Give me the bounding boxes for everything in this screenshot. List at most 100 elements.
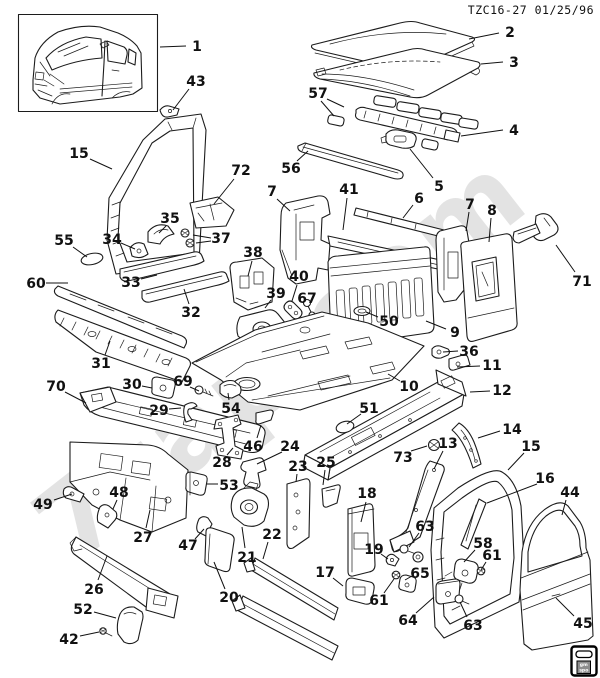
part-label-20: 20	[219, 590, 239, 606]
leader-line-27	[145, 509, 151, 529]
part-34-clip	[129, 242, 149, 259]
part-63-bolt-lower	[454, 594, 470, 605]
part-label-11: 11	[482, 358, 501, 374]
part-label-9: 9	[450, 325, 460, 341]
leader-line-64	[415, 596, 435, 614]
part-label-46: 46	[243, 439, 262, 455]
leader-line-49	[53, 493, 73, 501]
part-label-56: 56	[281, 161, 300, 177]
leader-line-52	[93, 611, 117, 619]
leader-line-29	[168, 407, 182, 410]
leader-line-6	[402, 204, 414, 219]
leader-line-57	[326, 98, 345, 108]
part-label-34: 34	[102, 232, 122, 248]
part-label-64: 64	[398, 613, 418, 629]
leader-line-56	[296, 150, 309, 162]
part-label-38: 38	[243, 245, 262, 261]
part-label-10: 10	[399, 379, 419, 395]
leader-line-51	[346, 413, 362, 425]
part-label-36: 36	[459, 344, 478, 360]
part-label-7: 7	[465, 197, 475, 213]
leader-line-18	[360, 501, 367, 523]
part-24-bracket	[240, 457, 267, 489]
leader-line-67	[307, 305, 312, 313]
part-38-bracket	[229, 257, 275, 311]
part-label-28: 28	[212, 455, 231, 471]
leader-line-48	[112, 499, 118, 510]
leader-line-63	[459, 601, 468, 618]
leader-line-22	[262, 541, 269, 560]
part-label-41: 41	[339, 182, 358, 198]
part-label-55: 55	[54, 233, 73, 249]
part-42-screw	[99, 627, 113, 637]
part-label-15: 15	[521, 439, 540, 455]
leader-line-4	[460, 129, 504, 137]
part-label-71: 71	[572, 274, 591, 290]
leader-line-9	[425, 320, 447, 330]
leader-line-14	[477, 430, 501, 439]
part-label-51: 51	[359, 401, 378, 417]
part-16-strip	[460, 498, 487, 550]
part-60-cowl-strip	[53, 285, 188, 349]
part-label-3: 3	[509, 55, 519, 71]
part-20-panel	[204, 527, 235, 573]
leader-line-20	[213, 561, 226, 590]
part-label-22: 22	[262, 527, 281, 543]
part-69-bolt	[194, 385, 214, 397]
leader-line-45	[555, 597, 575, 617]
part-label-24: 24	[280, 439, 300, 455]
part-4-roof-bow	[354, 106, 461, 143]
leader-line-25	[322, 469, 326, 486]
part-label-21: 21	[237, 550, 256, 566]
leader-line-11	[456, 365, 481, 368]
leader-line-43	[172, 88, 190, 111]
part-label-8: 8	[487, 203, 497, 219]
part-label-4: 4	[509, 123, 519, 139]
leader-line-58	[463, 549, 476, 563]
part-70-cowl-top	[79, 386, 266, 454]
leader-line-2	[468, 32, 500, 40]
part-label-70: 70	[46, 379, 66, 395]
part-53-bracket	[185, 471, 208, 496]
part-31-cowl-panel	[54, 309, 192, 383]
part-label-63: 63	[415, 519, 434, 535]
part-15-door-frame-left	[106, 113, 207, 275]
leader-line-61	[480, 561, 487, 571]
part-29-rod	[183, 402, 198, 423]
leader-line-3	[480, 61, 504, 65]
leader-line-54	[227, 392, 230, 401]
part-52-pad	[116, 606, 144, 645]
leader-line-23	[295, 473, 298, 483]
part-label-42: 42	[59, 632, 78, 648]
part-49-clip	[62, 486, 85, 503]
leader-line-73	[410, 445, 428, 452]
leader-line-47	[194, 528, 205, 540]
leader-line-1	[159, 45, 187, 48]
leader-line-63	[408, 532, 420, 548]
part-label-2: 2	[505, 25, 515, 41]
part-label-44: 44	[560, 485, 580, 501]
part-54-pad	[219, 379, 242, 399]
leader-line-21	[241, 526, 246, 549]
part-label-16: 16	[535, 471, 554, 487]
part-40-link	[283, 300, 303, 320]
part-44-door	[519, 502, 594, 651]
part-label-17: 17	[315, 565, 334, 581]
leader-line-7	[276, 198, 291, 212]
part-label-45: 45	[573, 616, 592, 632]
part-15-door-frame-right	[430, 470, 525, 639]
leader-line-61	[383, 578, 395, 594]
leader-line-28	[226, 447, 234, 456]
leader-line-19	[380, 553, 389, 560]
logo-text-gm: gm	[580, 663, 588, 668]
part-14-pillar-strip	[451, 422, 482, 469]
leader-line-71	[555, 244, 576, 273]
leader-line-70	[64, 391, 87, 404]
part-23-panel	[286, 478, 311, 550]
logo-text-spo: spo	[579, 669, 588, 674]
part-label-14: 14	[502, 422, 522, 438]
part-label-58: 58	[473, 536, 492, 552]
part-46-clip	[255, 409, 274, 425]
